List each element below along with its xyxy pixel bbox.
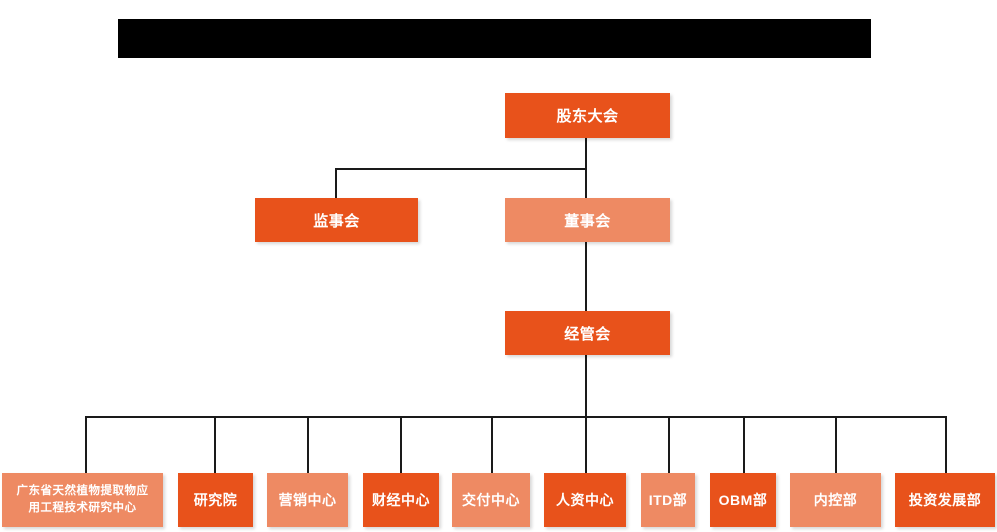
connector-drop-3: [307, 416, 309, 474]
node-label: ITD部: [648, 492, 688, 508]
node-human-resources-center[interactable]: 人资中心: [544, 473, 626, 527]
node-research-institute[interactable]: 研究院: [178, 473, 253, 527]
connector-drop-4: [400, 416, 402, 474]
connector-drop-7: [668, 416, 670, 474]
node-label: 董事会: [564, 212, 611, 230]
node-management-committee[interactable]: 经管会: [505, 311, 670, 355]
connector-drop-10: [945, 416, 947, 474]
node-label: 人资中心: [556, 492, 614, 508]
node-finance-center[interactable]: 财经中心: [363, 473, 439, 527]
node-label: 经管会: [564, 325, 611, 343]
connector-to-board: [585, 168, 587, 199]
node-label: OBM部: [718, 492, 768, 508]
node-investment-development-department[interactable]: 投资发展部: [895, 473, 995, 527]
connector-drop-5: [491, 416, 493, 474]
node-itd-department[interactable]: ITD部: [641, 473, 695, 527]
node-label: 内控部: [813, 492, 858, 508]
node-label: 投资发展部: [908, 492, 982, 508]
connector-drop-8: [743, 416, 745, 474]
node-label: 广东省天然植物提取物应用工程技术研究中心: [16, 485, 149, 514]
connector-drop-9: [835, 416, 837, 474]
node-internal-control-department[interactable]: 内控部: [790, 473, 881, 527]
connector-to-supervisors: [335, 168, 337, 199]
node-obm-department[interactable]: OBM部: [710, 473, 776, 527]
node-board-of-directors[interactable]: 董事会: [505, 198, 670, 242]
node-label: 营销中心: [278, 492, 337, 508]
node-marketing-center[interactable]: 营销中心: [267, 473, 348, 527]
connector-department-bus: [85, 416, 945, 418]
connector-level2-horizontal: [335, 168, 587, 170]
node-label: 监事会: [313, 212, 360, 230]
node-label: 交付中心: [462, 492, 520, 508]
connector-management-to-bus: [585, 355, 587, 417]
connector-drop-2: [214, 416, 216, 474]
connector-board-to-management: [585, 242, 587, 312]
title-banner: [118, 19, 871, 58]
node-label: 研究院: [193, 492, 238, 508]
node-label: 股东大会: [556, 108, 619, 125]
node-board-of-supervisors[interactable]: 监事会: [255, 198, 418, 242]
node-label: 财经中心: [372, 492, 430, 508]
node-guangdong-research-center[interactable]: 广东省天然植物提取物应用工程技术研究中心: [2, 473, 163, 527]
connector-shareholders-down: [585, 138, 587, 170]
connector-drop-1: [85, 416, 87, 474]
node-delivery-center[interactable]: 交付中心: [452, 473, 530, 527]
connector-drop-6: [585, 416, 587, 474]
node-shareholders-meeting[interactable]: 股东大会: [505, 93, 670, 138]
